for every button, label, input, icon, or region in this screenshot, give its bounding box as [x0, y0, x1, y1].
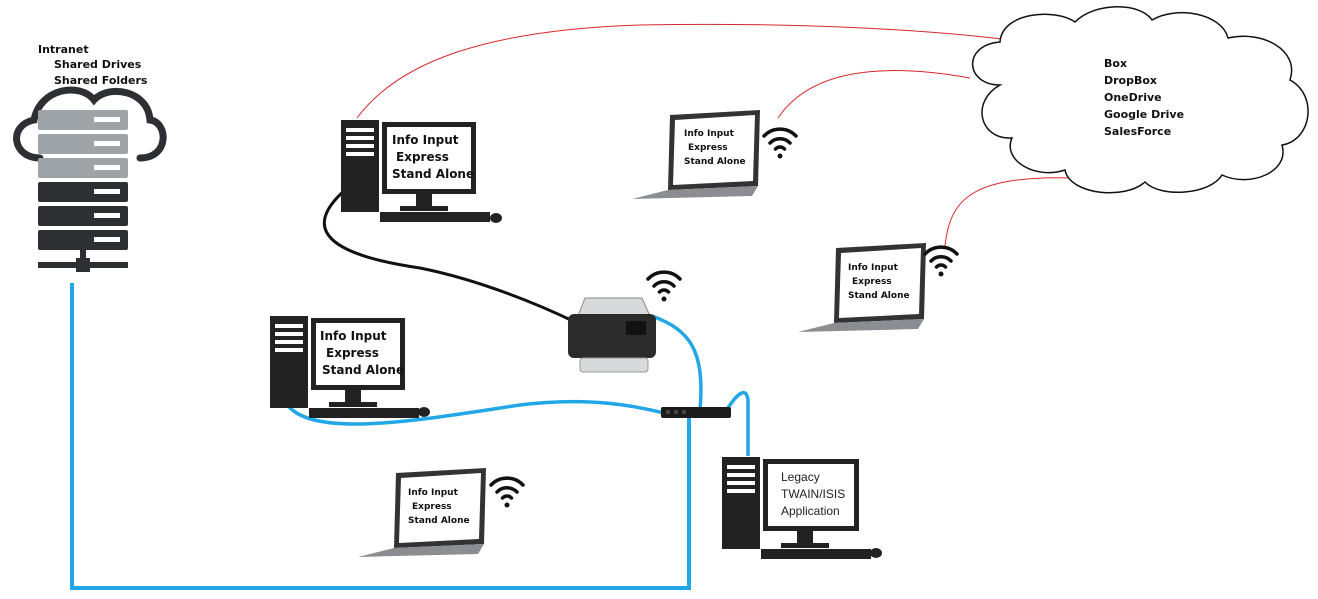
wifi-icon-laptop-right: [923, 245, 959, 277]
laptop-bottom-line-2: Express: [412, 502, 452, 512]
wifi-icon-laptop-top: [762, 127, 798, 159]
intranet-item-shared-folders: Shared Folders: [54, 74, 148, 87]
laptop-right-line-3: Stand Alone: [848, 291, 910, 301]
cloud-link-laptop-top: [777, 70, 971, 119]
laptop-right-line-2: Express: [852, 277, 892, 287]
server-cloud-icon: [13, 86, 167, 272]
usb-cable: [322, 188, 576, 324]
desktop-top-line-2: Express: [396, 150, 449, 164]
laptop-right: [798, 243, 926, 332]
desktop-top-line-3: Stand Alone: [392, 167, 475, 181]
cloud-service-google-drive: Google Drive: [1104, 108, 1185, 121]
network-cable-desktop-mid: [284, 399, 665, 426]
desktop-top: [341, 120, 502, 223]
cloud-service-dropbox: DropBox: [1104, 74, 1158, 87]
legacy-line-2: TWAIN/ISIS: [781, 487, 846, 501]
desktop-mid-line-3: Stand Alone: [322, 363, 405, 377]
network-cable-scanner: [651, 314, 703, 411]
laptop-top-line-2: Express: [688, 143, 728, 153]
laptop-bottom-line-3: Stand Alone: [408, 516, 470, 526]
desktop-mid-line-2: Express: [326, 346, 379, 360]
cloud-service-box: Box: [1104, 57, 1128, 70]
network-cable-legacy: [724, 390, 750, 456]
laptop-top: [632, 110, 760, 199]
desktop-mid-line-1: Info Input: [320, 329, 387, 343]
laptop-bottom-line-1: Info Input: [408, 488, 458, 498]
cloud-link-laptop-right: [944, 177, 1076, 247]
cloud-service-salesforce: SalesForce: [1104, 125, 1172, 138]
laptop-top-line-3: Stand Alone: [684, 157, 746, 167]
legacy-line-1: Legacy: [781, 470, 820, 484]
desktop-mid: [270, 316, 430, 418]
laptop-bottom: [358, 468, 486, 557]
desktop-top-line-1: Info Input: [392, 133, 459, 147]
laptop-top-line-1: Info Input: [684, 129, 734, 139]
intranet-title: Intranet: [38, 43, 89, 56]
wifi-icon-scanner: [646, 270, 682, 302]
network-cable-server: [70, 283, 691, 590]
cloud-link-desktop: [356, 23, 1011, 119]
legacy-line-3: Application: [781, 504, 840, 518]
desktop-legacy: [722, 457, 882, 559]
laptop-right-line-1: Info Input: [848, 263, 898, 273]
intranet-item-shared-drives: Shared Drives: [54, 58, 142, 71]
cloud-shape: [972, 6, 1309, 194]
wifi-icon-laptop-bottom: [489, 476, 525, 508]
cloud-service-onedrive: OneDrive: [1104, 91, 1162, 104]
network-switch: [661, 407, 731, 418]
scanner-icon: [568, 297, 656, 373]
